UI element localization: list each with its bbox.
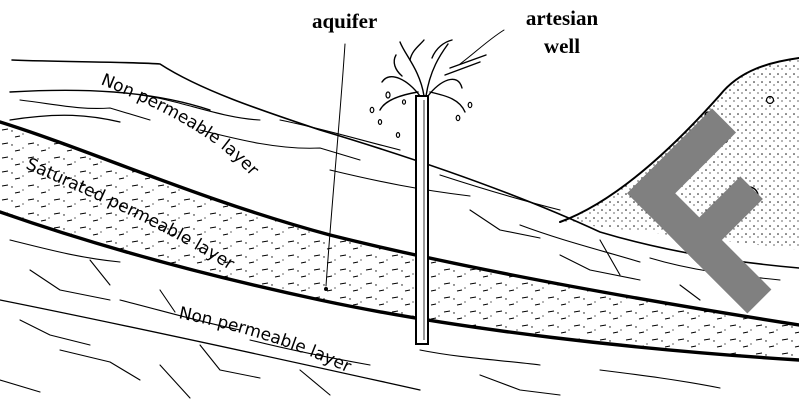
aquifer-label: aquifer	[312, 9, 377, 33]
well-label: well	[544, 34, 580, 58]
artesian-label: artesian	[526, 6, 599, 30]
lower-nonpermeable-label: Non permeable layer	[177, 303, 354, 377]
water-spray-icon	[380, 40, 486, 112]
upper-nonpermeable-label: Non permeable layer	[98, 70, 262, 180]
artesian-well-pipe	[416, 96, 428, 344]
well-leader-line	[460, 30, 504, 64]
